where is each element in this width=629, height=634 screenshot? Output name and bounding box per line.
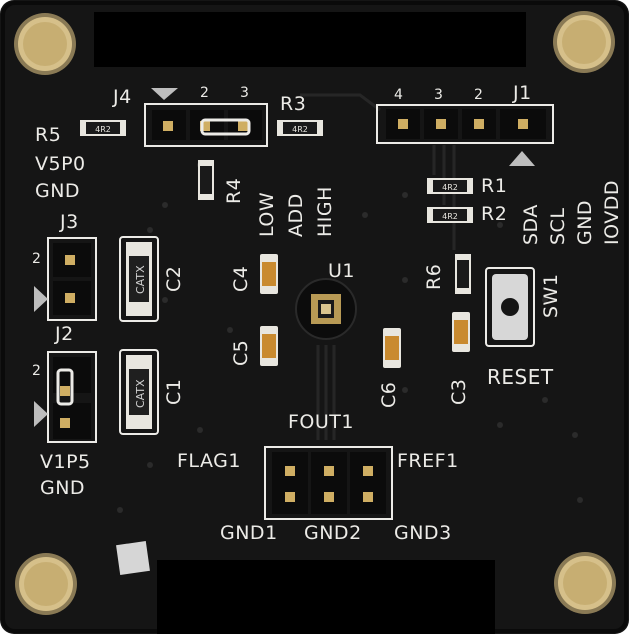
c2-marking: CATX — [134, 265, 147, 294]
label-c6: C6 — [378, 381, 400, 408]
redaction-bar-bottom — [157, 560, 495, 634]
label-fref1: FREF1 — [397, 450, 459, 472]
pin1-marker-j2 — [34, 401, 48, 427]
capacitor-c1: CATX — [119, 349, 159, 435]
label-gnd-bottom: GND — [40, 477, 86, 499]
resistor-r6 — [455, 254, 471, 294]
header-bottom — [264, 446, 393, 520]
header-j2 — [34, 351, 97, 443]
label-c2: C2 — [163, 265, 185, 292]
resistor-r5: 4R2 — [80, 120, 126, 136]
r1-marking: 4R2 — [442, 183, 458, 192]
label-c5: C5 — [230, 339, 252, 366]
label-fout1: FOUT1 — [288, 411, 354, 433]
label-r1: R1 — [481, 175, 508, 197]
vias — [117, 162, 583, 513]
header-j3 — [34, 237, 97, 321]
label-flag1: FLAG1 — [177, 450, 241, 472]
label-c1: C1 — [163, 378, 185, 405]
label-v1p5: V1P5 — [40, 451, 91, 473]
sensor-u1 — [295, 278, 357, 340]
label-gnd3: GND3 — [394, 522, 452, 544]
capacitor-c3 — [452, 312, 470, 352]
label-j4-pin2: 2 — [200, 85, 210, 101]
resistor-r3: 4R2 — [277, 120, 323, 136]
mounting-hole-bottom-left — [15, 553, 77, 615]
redaction-bar-top — [94, 12, 526, 67]
label-sda: SDA — [520, 204, 542, 245]
capacitor-c5 — [260, 326, 278, 366]
r3-marking: 4R2 — [292, 125, 308, 134]
label-low: LOW — [256, 191, 278, 237]
label-scl: SCL — [547, 207, 569, 245]
capacitor-c4 — [260, 254, 278, 294]
traces — [300, 93, 456, 440]
pin1-marker-j1 — [509, 151, 535, 166]
label-sw1: SW1 — [540, 273, 562, 318]
jumper-cap-j2 — [56, 368, 74, 406]
label-j4: J4 — [113, 86, 132, 108]
pin1-marker-j4 — [151, 88, 178, 100]
label-r6: R6 — [423, 263, 445, 290]
label-j1-pin2: 2 — [474, 87, 484, 103]
label-j3-pin2: 2 — [32, 251, 42, 267]
mounting-hole-top-left — [14, 13, 76, 75]
pin1-marker-j3 — [34, 286, 48, 312]
resistor-r4 — [198, 160, 214, 200]
header-j1 — [376, 104, 554, 166]
label-u1: U1 — [328, 260, 355, 282]
label-j2-pin2: 2 — [32, 363, 42, 379]
label-r3: R3 — [280, 93, 307, 115]
label-j1-pin3: 3 — [434, 87, 444, 103]
label-v5p0: V5P0 — [35, 153, 86, 175]
resistor-r1: 4R2 — [427, 178, 473, 194]
label-j4-pin3: 3 — [240, 85, 250, 101]
header-j4 — [144, 88, 268, 147]
mounting-hole-top-right — [553, 11, 615, 73]
label-gnd1: GND1 — [220, 522, 278, 544]
r2-marking: 4R2 — [442, 212, 458, 221]
label-j1: J1 — [513, 82, 532, 104]
label-iovdd: IOVDD — [601, 180, 623, 245]
label-r5: R5 — [35, 124, 62, 146]
capacitor-c6 — [383, 328, 401, 368]
c1-marking: CATX — [134, 379, 147, 408]
label-high: HIGH — [314, 186, 336, 237]
resistor-r2: 4R2 — [427, 207, 473, 223]
jumper-cap-j4 — [200, 118, 251, 136]
label-c4: C4 — [230, 265, 252, 292]
label-j1-pin4: 4 — [394, 87, 404, 103]
label-add: ADD — [285, 193, 307, 237]
label-reset: RESET — [487, 365, 554, 389]
label-c3: C3 — [448, 378, 470, 405]
label-gnd2: GND2 — [304, 522, 362, 544]
label-j2: J2 — [55, 323, 74, 345]
label-j3: J3 — [60, 211, 79, 233]
label-r4: R4 — [223, 177, 245, 204]
label-gnd-right: GND — [574, 199, 596, 245]
capacitor-c2: CATX — [119, 236, 159, 322]
label-gnd-top: GND — [35, 180, 81, 202]
reset-switch-sw1[interactable] — [485, 267, 535, 347]
mounting-hole-bottom-right — [554, 552, 616, 614]
r5-marking: 4R2 — [95, 125, 111, 134]
fiducial-pad — [116, 541, 150, 575]
label-r2: R2 — [481, 203, 508, 225]
